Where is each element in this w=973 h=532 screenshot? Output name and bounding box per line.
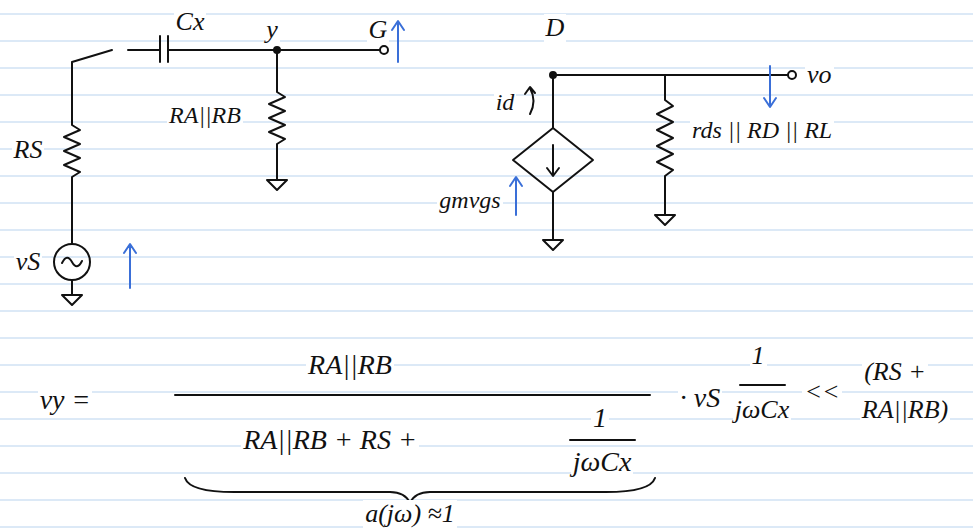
ruled-line [0, 473, 973, 474]
wire [553, 74, 788, 76]
ruled-lines [0, 14, 973, 527]
circuit-label: 1 [750, 342, 767, 371]
circuit-label: G [367, 16, 390, 45]
voltage-arrow [124, 244, 136, 288]
circuit-label: RA||RB [306, 350, 394, 381]
current-arrow [525, 87, 535, 114]
circuit-label: id [494, 89, 517, 115]
circuit-label: vy = [38, 385, 93, 416]
ground-symbol [655, 215, 675, 225]
circuit-label: a(jω) ≈1 [363, 500, 457, 529]
ruled-line [0, 284, 973, 285]
voltage-source [54, 244, 90, 280]
circuit-label: << [802, 378, 841, 407]
fraction-bar [570, 439, 635, 441]
wire [72, 50, 112, 120]
ruled-line [0, 419, 973, 420]
circuit-label: (RS + [862, 358, 928, 387]
resistor-symbol [64, 120, 80, 244]
circuit-label: jωCx [733, 396, 791, 425]
ruled-line [0, 500, 973, 501]
capacitor-symbol [160, 36, 168, 62]
circuit-label: RA||RB) [860, 396, 950, 425]
ruled-line [0, 41, 973, 42]
ground-symbol [62, 280, 82, 305]
resistor-symbol [657, 75, 673, 215]
circuit-label: Cx [174, 8, 207, 37]
circuit-label: D [544, 14, 567, 43]
circuit-label: 1 [591, 403, 609, 434]
circuit-label: RA||RB + RS + [241, 425, 419, 456]
terminal [380, 46, 388, 54]
circuit-label: gmvgs [437, 187, 502, 213]
underbrace [185, 478, 655, 503]
wire [128, 49, 160, 51]
ruled-line [0, 230, 973, 231]
wire [552, 75, 554, 128]
ground-symbol [543, 192, 563, 250]
fraction-bar [740, 384, 785, 386]
ruled-line [0, 14, 973, 15]
circuit-label: RS [12, 136, 45, 165]
voltage-arrow [510, 177, 522, 215]
circuit-label: · vS [678, 383, 722, 414]
resistor-symbol [269, 50, 285, 180]
voltage-arrow [764, 66, 776, 107]
voltage-arrow [392, 21, 404, 62]
fraction-bar [175, 394, 650, 396]
ruled-line [0, 365, 973, 366]
ruled-line [0, 257, 973, 258]
controlled-source-diamond [513, 128, 593, 192]
source-tilde [62, 258, 82, 267]
terminal [788, 71, 796, 79]
circuit-label: rds || RD || RL [690, 117, 834, 143]
ruled-line [0, 446, 973, 447]
ground-symbol [267, 180, 287, 190]
circuit-label: y [264, 16, 280, 45]
ruled-line [0, 176, 973, 177]
circuit-label: vo [805, 61, 834, 90]
ruled-line [0, 95, 973, 96]
ruled-line [0, 311, 973, 312]
ruled-line [0, 149, 973, 150]
ruled-line [0, 527, 973, 528]
source-arrow [547, 145, 559, 176]
circuit-label: RA||RB [167, 102, 243, 128]
circuit-label: jωCx [571, 447, 634, 478]
circuit-label: vS [14, 248, 43, 277]
ruled-line [0, 338, 973, 339]
